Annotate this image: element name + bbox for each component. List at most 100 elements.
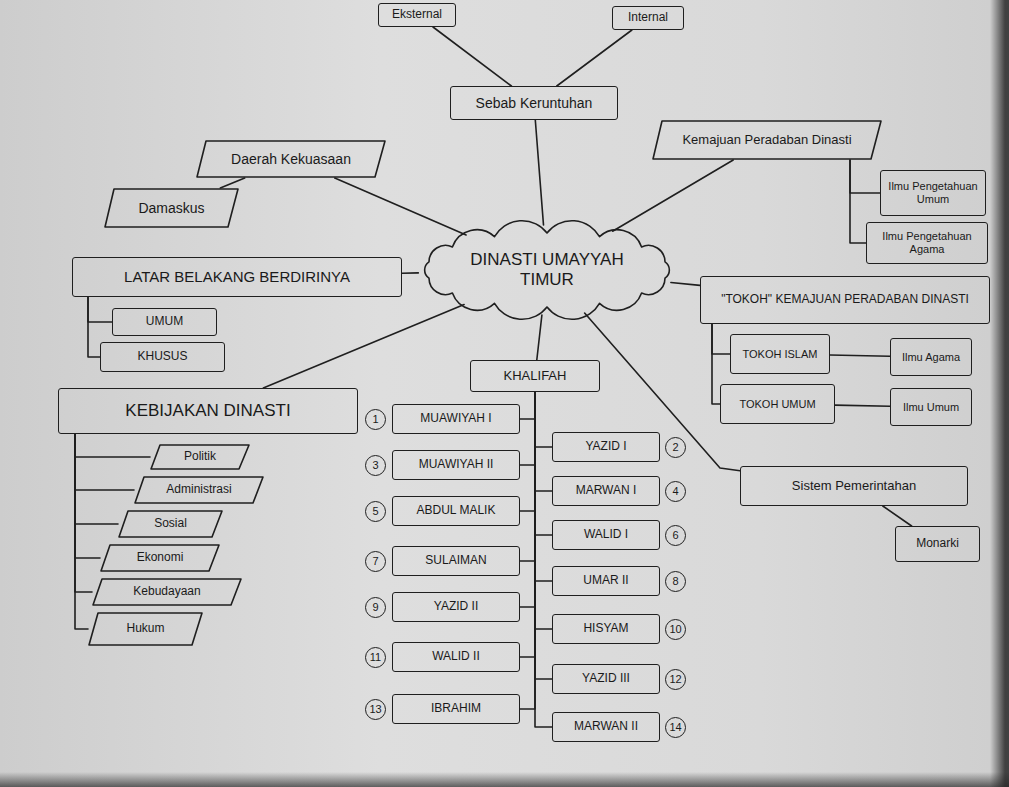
node-text: IBRAHIM — [431, 702, 481, 716]
connector-line — [75, 434, 134, 490]
node-text: UMUM — [146, 315, 183, 329]
subtopic-box: Damaskus — [104, 188, 239, 228]
node-text: SULAIMAN — [425, 554, 486, 568]
caliph-box: WALID II — [392, 642, 520, 672]
connector-line — [88, 297, 100, 357]
node-text: Politik — [184, 450, 216, 464]
connector-line — [830, 355, 890, 356]
callout-number: 10 — [665, 619, 686, 640]
callout-number: 9 — [365, 597, 386, 618]
topic-box: LATAR BELAKANG BERDIRINYA — [72, 257, 402, 297]
callout-number: 5 — [365, 501, 386, 522]
callout-number: 2 — [665, 437, 686, 458]
caliph-box: MUAWIYAH II — [392, 450, 520, 480]
node-text: Ekonomi — [137, 551, 184, 565]
connector-line — [520, 392, 535, 465]
subtopic-box: TOKOH UMUM — [720, 384, 835, 424]
connector-line — [75, 434, 150, 457]
connector-line — [613, 160, 734, 231]
connector-line — [535, 392, 552, 535]
connector-line — [433, 27, 511, 86]
cause-box: Eksternal — [378, 3, 456, 27]
caliph-box: ABDUL MALIK — [392, 496, 520, 526]
callout-number: 1 — [365, 409, 386, 430]
callout-number: 8 — [665, 571, 686, 592]
connector-line — [75, 434, 88, 629]
caliph-box: MARWAN I — [552, 476, 660, 506]
policy-box: Kebudayaan — [92, 578, 242, 606]
node-text: Internal — [628, 11, 668, 25]
callout-number: 11 — [365, 647, 386, 668]
connector-line — [712, 324, 730, 354]
callout-number: 12 — [665, 669, 686, 690]
policy-box: Ekonomi — [100, 544, 220, 572]
connector-line — [520, 392, 535, 511]
connector-line — [535, 392, 552, 727]
node-text: Ilmu Umum — [903, 401, 959, 414]
connector-line — [850, 160, 866, 243]
subtopic-box: TOKOH ISLAM — [730, 334, 830, 374]
callout-number: 13 — [365, 699, 386, 720]
node-text: Hukum — [126, 622, 164, 636]
node-text: YAZID I — [585, 440, 626, 454]
caliph-box: YAZID II — [392, 592, 520, 622]
node-text: UMAR II — [583, 574, 628, 588]
caliph-box: IBRAHIM — [392, 694, 520, 724]
cause-box: Internal — [612, 6, 684, 30]
caliph-box: HISYAM — [552, 614, 660, 644]
connector-line — [535, 392, 552, 629]
node-text: WALID I — [584, 528, 628, 542]
connector-line — [883, 506, 912, 526]
subtopic-box: Monarki — [895, 526, 980, 562]
node-text: Kemajuan Peradaban Dinasti — [682, 133, 851, 148]
node-text: WALID II — [432, 650, 480, 664]
connector-line — [557, 30, 632, 86]
node-text: DINASTI UMAYYAH TIMUR — [461, 250, 633, 289]
node-text: KHALIFAH — [504, 369, 567, 384]
node-text: Sebab Keruntuhan — [476, 95, 593, 111]
node-text: TOKOH UMUM — [739, 398, 815, 411]
node-text: MARWAN II — [574, 720, 638, 734]
connector-line — [520, 392, 535, 657]
connector-line — [712, 324, 720, 404]
node-text: Sosial — [154, 517, 187, 531]
topic-box: Sebab Keruntuhan — [450, 86, 618, 120]
node-text: "TOKOH" KEMAJUAN PERADABAN DINASTI — [721, 293, 969, 307]
connector-line — [88, 297, 112, 322]
connector-line — [75, 434, 100, 558]
node-text: Administrasi — [166, 483, 231, 497]
topic-box: "TOKOH" KEMAJUAN PERADABAN DINASTI — [700, 276, 990, 324]
node-text: YAZID III — [582, 672, 630, 686]
caliph-box: SULAIMAN — [392, 546, 520, 576]
connector-line — [535, 120, 543, 225]
topic-box: Daerah Kekuasaan — [196, 140, 386, 178]
node-text: Damaskus — [138, 200, 204, 216]
policy-box: Sosial — [118, 510, 223, 538]
subtopic-box: Ilmu Agama — [890, 338, 972, 376]
policy-box: Politik — [150, 444, 250, 470]
connector-line — [585, 313, 740, 471]
connector-line — [520, 392, 535, 607]
policy-box: Administrasi — [134, 476, 264, 504]
node-text: MUAWIYAH I — [420, 412, 491, 426]
subtopic-box: UMUM — [112, 308, 217, 336]
caliph-box: UMAR II — [552, 566, 660, 596]
connector-line — [520, 392, 535, 561]
node-text: KEBIJAKAN DINASTI — [125, 401, 290, 421]
topic-box: KHALIFAH — [470, 360, 600, 392]
callout-number: 14 — [665, 717, 686, 738]
connector-line — [537, 315, 542, 360]
node-text: Monarki — [916, 537, 959, 551]
caliph-box: MARWAN II — [552, 712, 660, 742]
node-text: TOKOH ISLAM — [743, 348, 818, 361]
node-text: HISYAM — [583, 622, 628, 636]
node-text: LATAR BELAKANG BERDIRINYA — [124, 268, 350, 285]
callout-number: 6 — [665, 525, 686, 546]
connector-line — [220, 178, 244, 188]
node-text: Ilmu Pengetahuan Umum — [888, 180, 978, 205]
connector-line — [75, 434, 118, 524]
node-text: Ilmu Agama — [902, 351, 960, 364]
subtopic-box: Ilmu Pengetahuan Umum — [880, 170, 986, 216]
node-text: Eksternal — [392, 8, 442, 22]
